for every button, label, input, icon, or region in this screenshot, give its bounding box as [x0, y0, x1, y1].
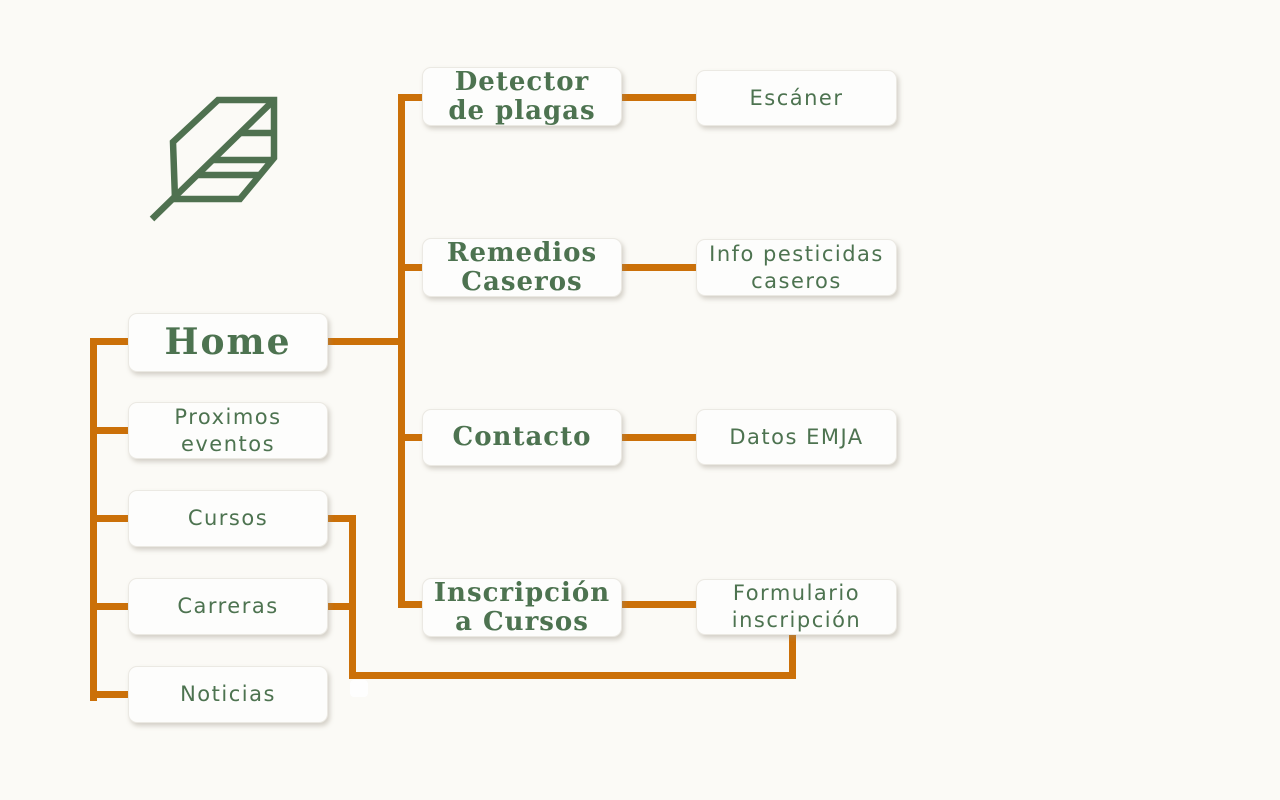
node-noticias[interactable]: Noticias: [128, 666, 328, 723]
connector-formulario-drop: [789, 635, 796, 679]
node-proximos-eventos[interactable]: Proximos eventos: [128, 402, 328, 459]
leaf-logo-icon: [149, 96, 278, 222]
connector-contacto: [398, 434, 422, 441]
blank-node-dot: [350, 680, 368, 697]
connector-contacto-datos: [622, 434, 696, 441]
connector-cursos-right: [328, 515, 356, 522]
connector-cursos-left: [90, 515, 128, 522]
node-carreras[interactable]: Carreras: [128, 578, 328, 635]
node-contacto[interactable]: Contacto: [422, 409, 622, 466]
node-formulario-inscripcion[interactable]: Formulario inscripción: [696, 579, 897, 635]
node-home-label: Home: [164, 320, 292, 363]
node-noticias-label: Noticias: [180, 682, 276, 707]
node-inscripcion-a-cursos[interactable]: Inscripción a Cursos: [422, 578, 622, 637]
node-info-pesticidas-caseros-label: Info pesticidas caseros: [709, 241, 884, 293]
node-formulario-inscripcion-label: Formulario inscripción: [731, 581, 862, 632]
connector-mini-trunk: [349, 515, 356, 679]
connector-carreras-left: [90, 603, 128, 610]
node-cursos[interactable]: Cursos: [128, 490, 328, 547]
connector-home-left: [90, 338, 128, 345]
node-remedios-caseros[interactable]: Remedios Caseros: [422, 238, 622, 297]
connector-home-to-trunk: [328, 338, 405, 345]
node-info-pesticidas-caseros[interactable]: Info pesticidas caseros: [696, 239, 897, 296]
node-carreras-label: Carreras: [177, 594, 279, 619]
connector-detector-escaner: [622, 94, 696, 101]
connector-noticias: [90, 691, 128, 698]
connector-bottom-run: [349, 672, 796, 679]
connector-inscripcion: [398, 601, 422, 608]
connector-detector: [398, 94, 422, 101]
node-inscripcion-a-cursos-label: Inscripción a Cursos: [433, 577, 611, 637]
connector-remedios-info: [622, 264, 696, 271]
connector-remedios: [398, 264, 422, 271]
node-contacto-label: Contacto: [452, 422, 592, 453]
node-datos-emja-label: Datos EMJA: [729, 424, 864, 449]
node-escaner[interactable]: Escáner: [696, 70, 897, 126]
node-cursos-label: Cursos: [187, 506, 269, 531]
connector-proximos: [90, 427, 128, 434]
connector-carreras-right: [328, 603, 349, 610]
node-detector-de-plagas-label: Detector de plagas: [448, 66, 596, 126]
node-remedios-caseros-label: Remedios Caseros: [446, 237, 598, 297]
connector-inscripcion-formulario: [622, 601, 696, 608]
connector-main-trunk: [398, 94, 405, 608]
node-escaner-label: Escáner: [749, 85, 844, 110]
node-detector-de-plagas[interactable]: Detector de plagas: [422, 67, 622, 126]
node-home[interactable]: Home: [128, 313, 328, 372]
node-datos-emja[interactable]: Datos EMJA: [696, 409, 897, 465]
node-proximos-eventos-label: Proximos eventos: [174, 404, 282, 456]
